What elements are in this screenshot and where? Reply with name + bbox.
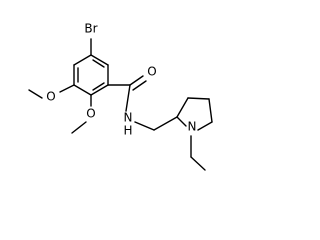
bromine-label: Br bbox=[84, 22, 97, 36]
top-methoxy-bond-2 bbox=[28, 89, 43, 99]
carbonyl-double-bond-2 bbox=[132, 80, 147, 91]
pyrrolidine-bond-2 bbox=[187, 97, 210, 100]
ring-inner-bond-1 bbox=[92, 59, 105, 68]
amide-bond bbox=[125, 84, 131, 112]
pyrrolidine-bond-3 bbox=[208, 98, 213, 123]
pyrrolidine-bond-4 bbox=[197, 121, 213, 131]
structure-canvas: Br O O O N H N bbox=[28, 21, 213, 171]
ring-nitrogen-label: N bbox=[188, 120, 197, 134]
top-methoxy-oxygen-label: O bbox=[46, 90, 55, 104]
pyrrolidine-bond-5 bbox=[176, 116, 187, 127]
ring-bond-3 bbox=[90, 84, 109, 96]
amide-nitrogen-label: N bbox=[124, 111, 133, 125]
ring-bond-6 bbox=[73, 54, 92, 66]
benzene-ring bbox=[73, 54, 109, 96]
carbonyl-oxygen-label: O bbox=[147, 65, 156, 79]
n-ch2-bond bbox=[134, 121, 155, 131]
pyrrolidine-ring bbox=[176, 97, 213, 131]
bottom-methoxy-bond-2 bbox=[71, 121, 87, 134]
ring-bond-4 bbox=[73, 84, 92, 96]
ring-bond-1 bbox=[90, 54, 109, 66]
carbonyl-double-bond-1 bbox=[129, 75, 144, 86]
ring-inner-bond-2 bbox=[92, 82, 105, 91]
top-methoxy-bond-1 bbox=[59, 84, 75, 93]
amide-hydrogen-label: H bbox=[123, 124, 132, 138]
bottom-methoxy-oxygen-label: O bbox=[86, 107, 95, 121]
molecule-structure: Br O O O N H N bbox=[28, 22, 213, 171]
pyrrolidine-bond-1 bbox=[176, 97, 189, 118]
ch2-pyrrolidine-bond bbox=[153, 116, 178, 131]
ethyl-bond-2 bbox=[190, 156, 206, 171]
